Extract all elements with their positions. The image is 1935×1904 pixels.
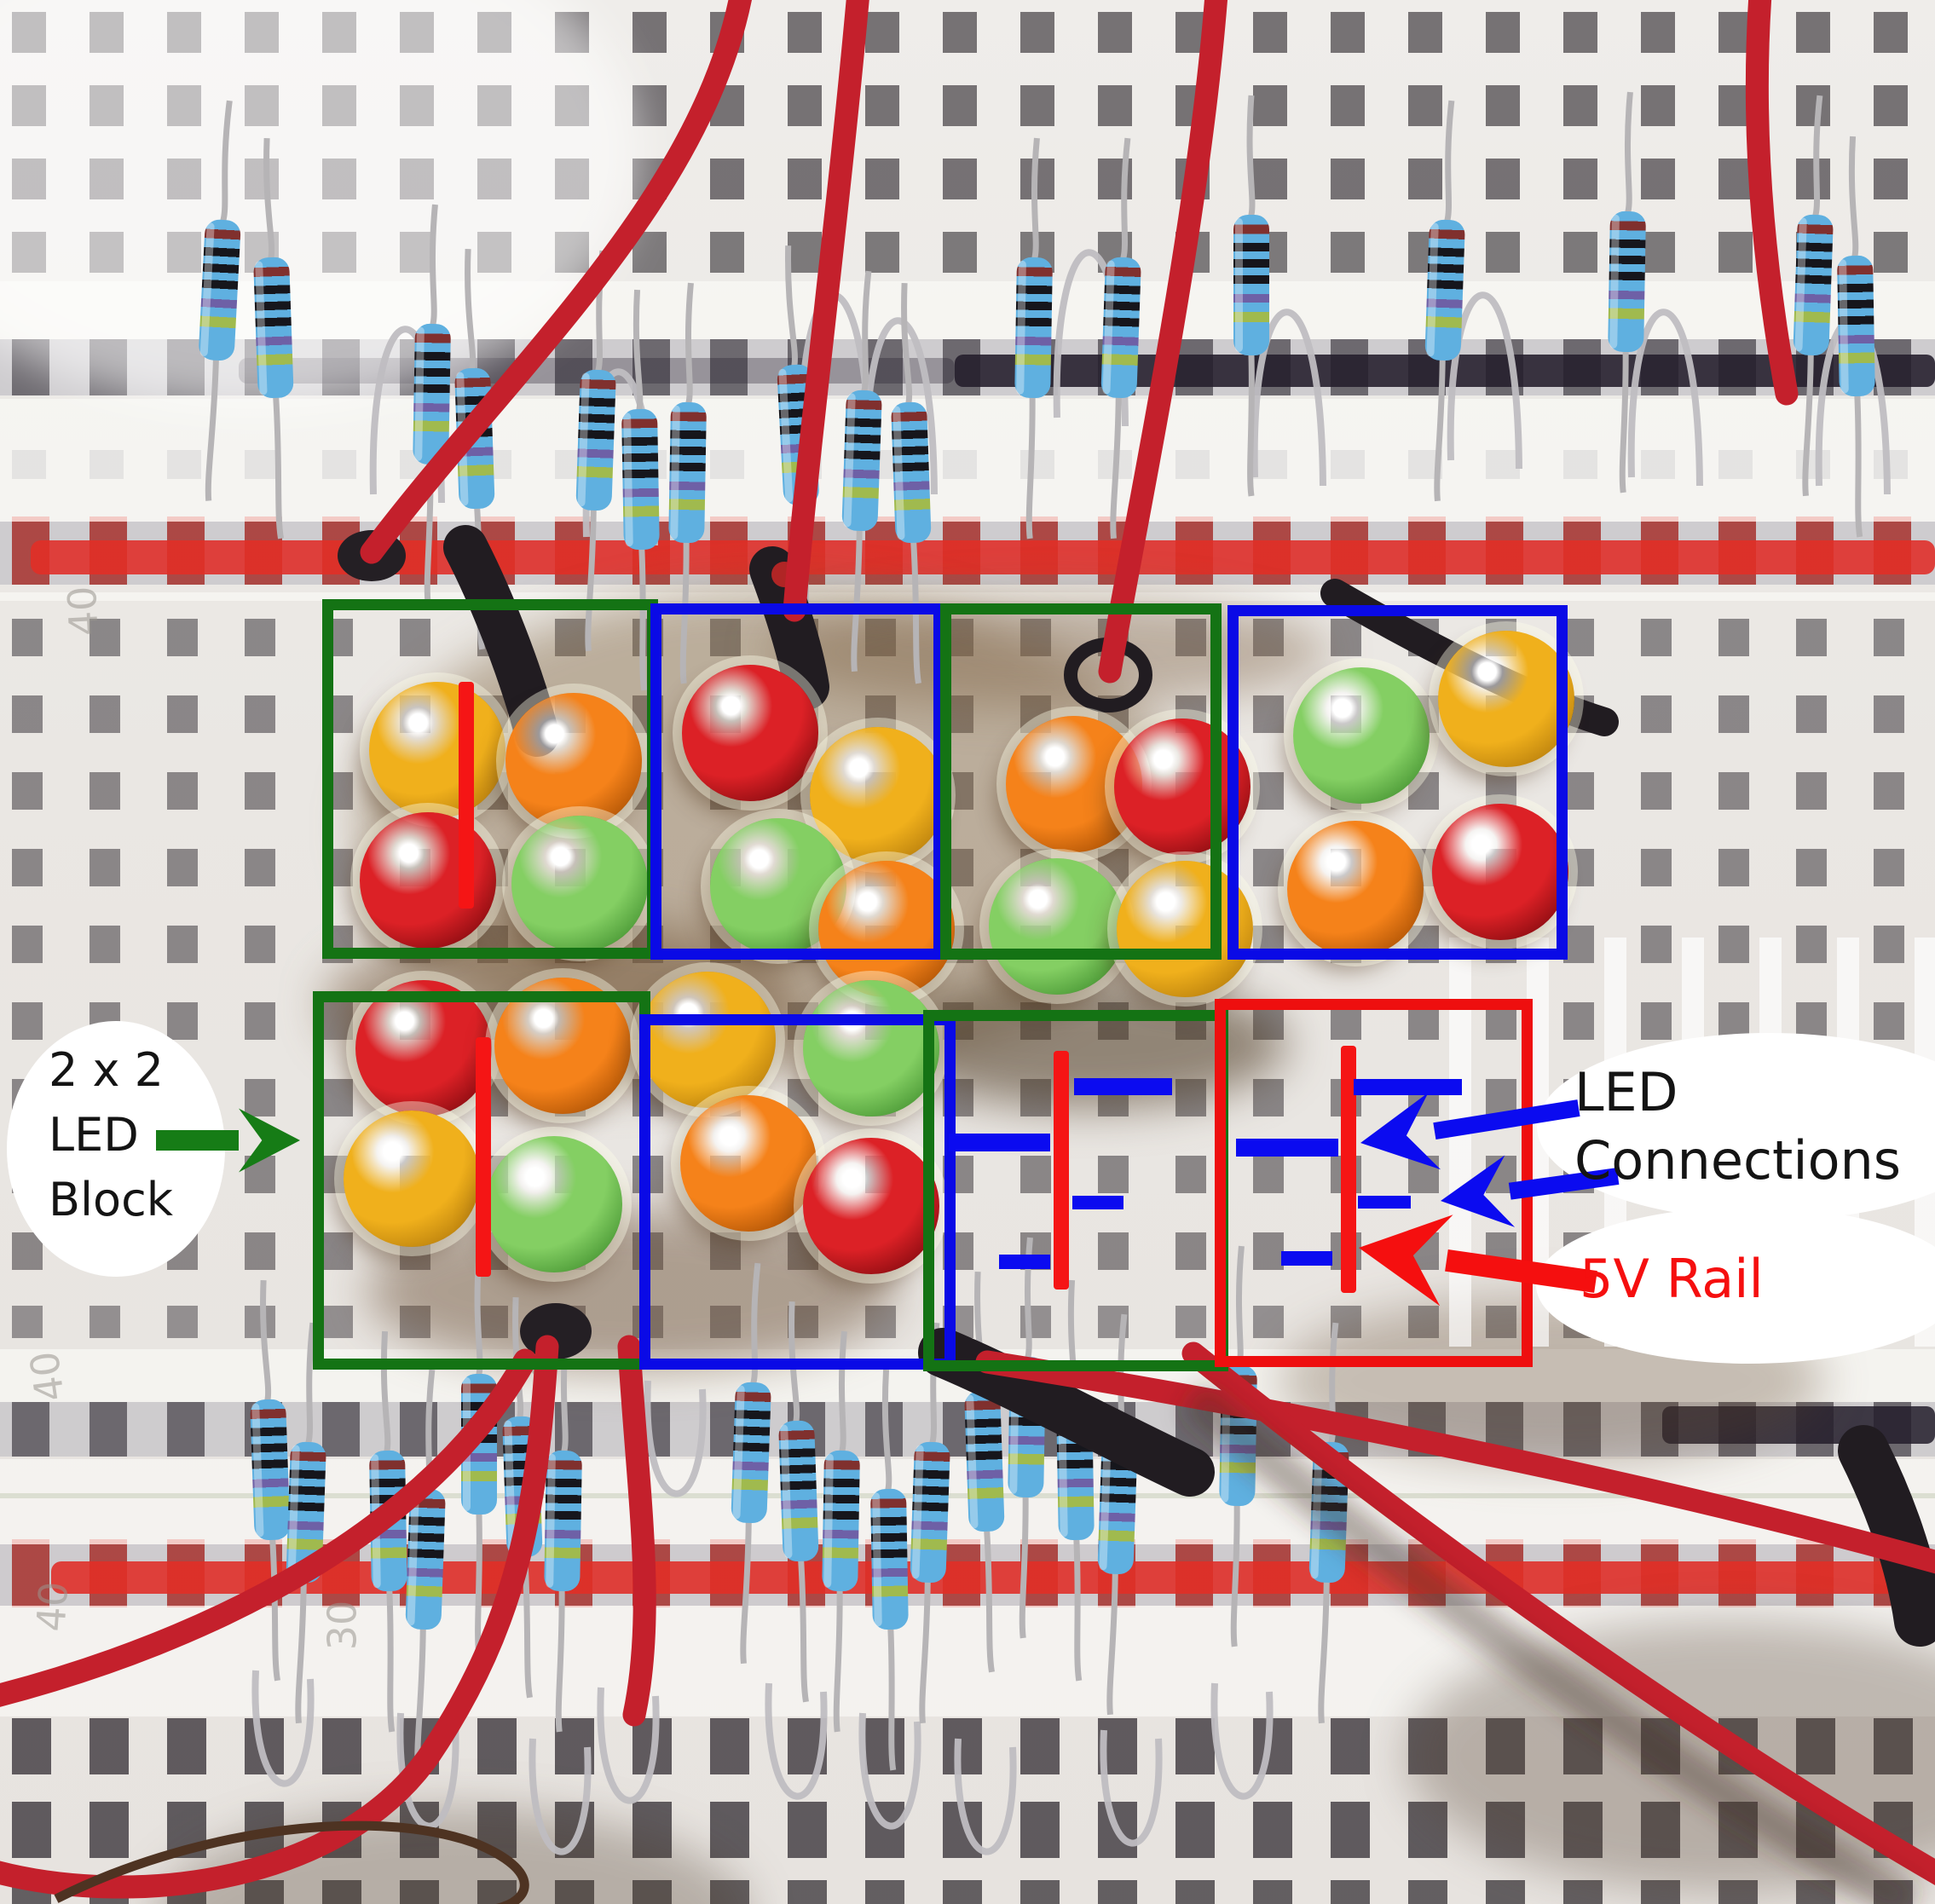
- led-orange: [505, 693, 642, 829]
- connection-dash: [1074, 1078, 1172, 1095]
- led-yellow: [1438, 631, 1574, 767]
- led-connection-arrow-2: [1441, 1155, 1620, 1227]
- lead-hook: [765, 1682, 828, 1800]
- rail-line-marker: [1054, 1051, 1069, 1290]
- board-ledge: [0, 399, 1935, 522]
- rail-red-ticks: [0, 516, 1935, 585]
- led-connection-arrow-1: [1360, 1092, 1580, 1170]
- led-green: [511, 816, 648, 952]
- rail-line-marker: [459, 682, 474, 909]
- led-connections-label-line-1: LED: [1574, 1061, 1678, 1123]
- rail-callout: [1536, 1207, 1935, 1364]
- bottom-negative-rail-line: [1662, 1406, 1935, 1444]
- block-label-line-2: LED: [49, 1108, 139, 1162]
- led-block-4-outline: [1227, 605, 1568, 960]
- block-label-line-3: Block: [49, 1173, 174, 1226]
- led-red: [1432, 804, 1568, 940]
- red-jumper-wire: [360, 0, 752, 564]
- red-jumper-wire: [1745, 0, 1799, 406]
- red-jumper-wire: [617, 1335, 656, 1727]
- rail-label: 5V Rail: [1580, 1248, 1764, 1310]
- led-orange: [680, 1095, 817, 1232]
- wire-shadow: [1181, 1383, 1919, 1904]
- rail-line-marker: [476, 1037, 491, 1277]
- led-yellow: [344, 1111, 480, 1247]
- lead-hook: [858, 1712, 921, 1830]
- led-orange: [1287, 821, 1424, 957]
- connection-dash: [1072, 1196, 1123, 1209]
- led-connections-label-line-2: Connections: [1574, 1129, 1902, 1191]
- block-label: 2 x 2 LED Block: [49, 1038, 173, 1232]
- connections-callout: [1537, 1033, 1935, 1220]
- connection-dash: [1354, 1079, 1462, 1095]
- rail-label-text: 5V Rail: [1580, 1248, 1764, 1310]
- red-jumper-wire: [0, 1348, 537, 1707]
- block-label-line-1: 2 x 2: [49, 1043, 164, 1097]
- lead-hook: [644, 1380, 707, 1497]
- lead-hook: [529, 1738, 592, 1855]
- lead-hook: [396, 1712, 459, 1830]
- red-jumper-wire: [783, 0, 869, 622]
- lead-hook: [1251, 309, 1326, 487]
- led-red: [803, 1138, 939, 1274]
- board-ledge: [0, 592, 1935, 601]
- red-jumper-wire: [1098, 0, 1227, 684]
- connection-dash: [949, 1134, 1050, 1151]
- led-block-3-outline: [940, 603, 1222, 960]
- connection-dash: [1281, 1251, 1332, 1266]
- lead-hook: [1210, 1682, 1274, 1800]
- lead-hook: [1447, 291, 1522, 470]
- led-yellow: [369, 682, 505, 818]
- black-jumper-wire: [1838, 1425, 1935, 1647]
- led-block-6-outline: [639, 1014, 956, 1370]
- connection-dash: [999, 1255, 1050, 1269]
- led-red: [682, 665, 818, 801]
- lead-hook: [1627, 309, 1703, 487]
- led-green: [989, 858, 1125, 995]
- led-block-8-outline: [1215, 999, 1533, 1367]
- lead-hook: [1100, 1729, 1163, 1847]
- led-orange: [818, 861, 955, 997]
- connection-dash: [1358, 1196, 1411, 1209]
- rail-arrow: [1359, 1215, 1597, 1307]
- hole-row: [0, 1880, 1935, 1904]
- red-jumper-wire: [975, 1350, 1935, 1574]
- lead-hook: [251, 1670, 315, 1787]
- led-yellow: [639, 972, 776, 1108]
- led-connections-label: LED Connections: [1574, 1059, 1901, 1195]
- red-jumper-wire: [1181, 1341, 1935, 1885]
- led-red: [355, 980, 492, 1116]
- block-arrow: [156, 1108, 300, 1173]
- led-green: [1293, 667, 1430, 804]
- red-jumper-wire: [0, 1335, 559, 1899]
- bent-lead-wire: [54, 1820, 529, 1904]
- rail-line-marker: [1341, 1046, 1356, 1293]
- led-green: [486, 1136, 622, 1272]
- led-green: [803, 980, 939, 1116]
- lead-hook: [954, 1738, 1017, 1855]
- lead-hook: [597, 1687, 660, 1804]
- led-yellow: [810, 727, 946, 863]
- connection-dash: [1236, 1139, 1338, 1157]
